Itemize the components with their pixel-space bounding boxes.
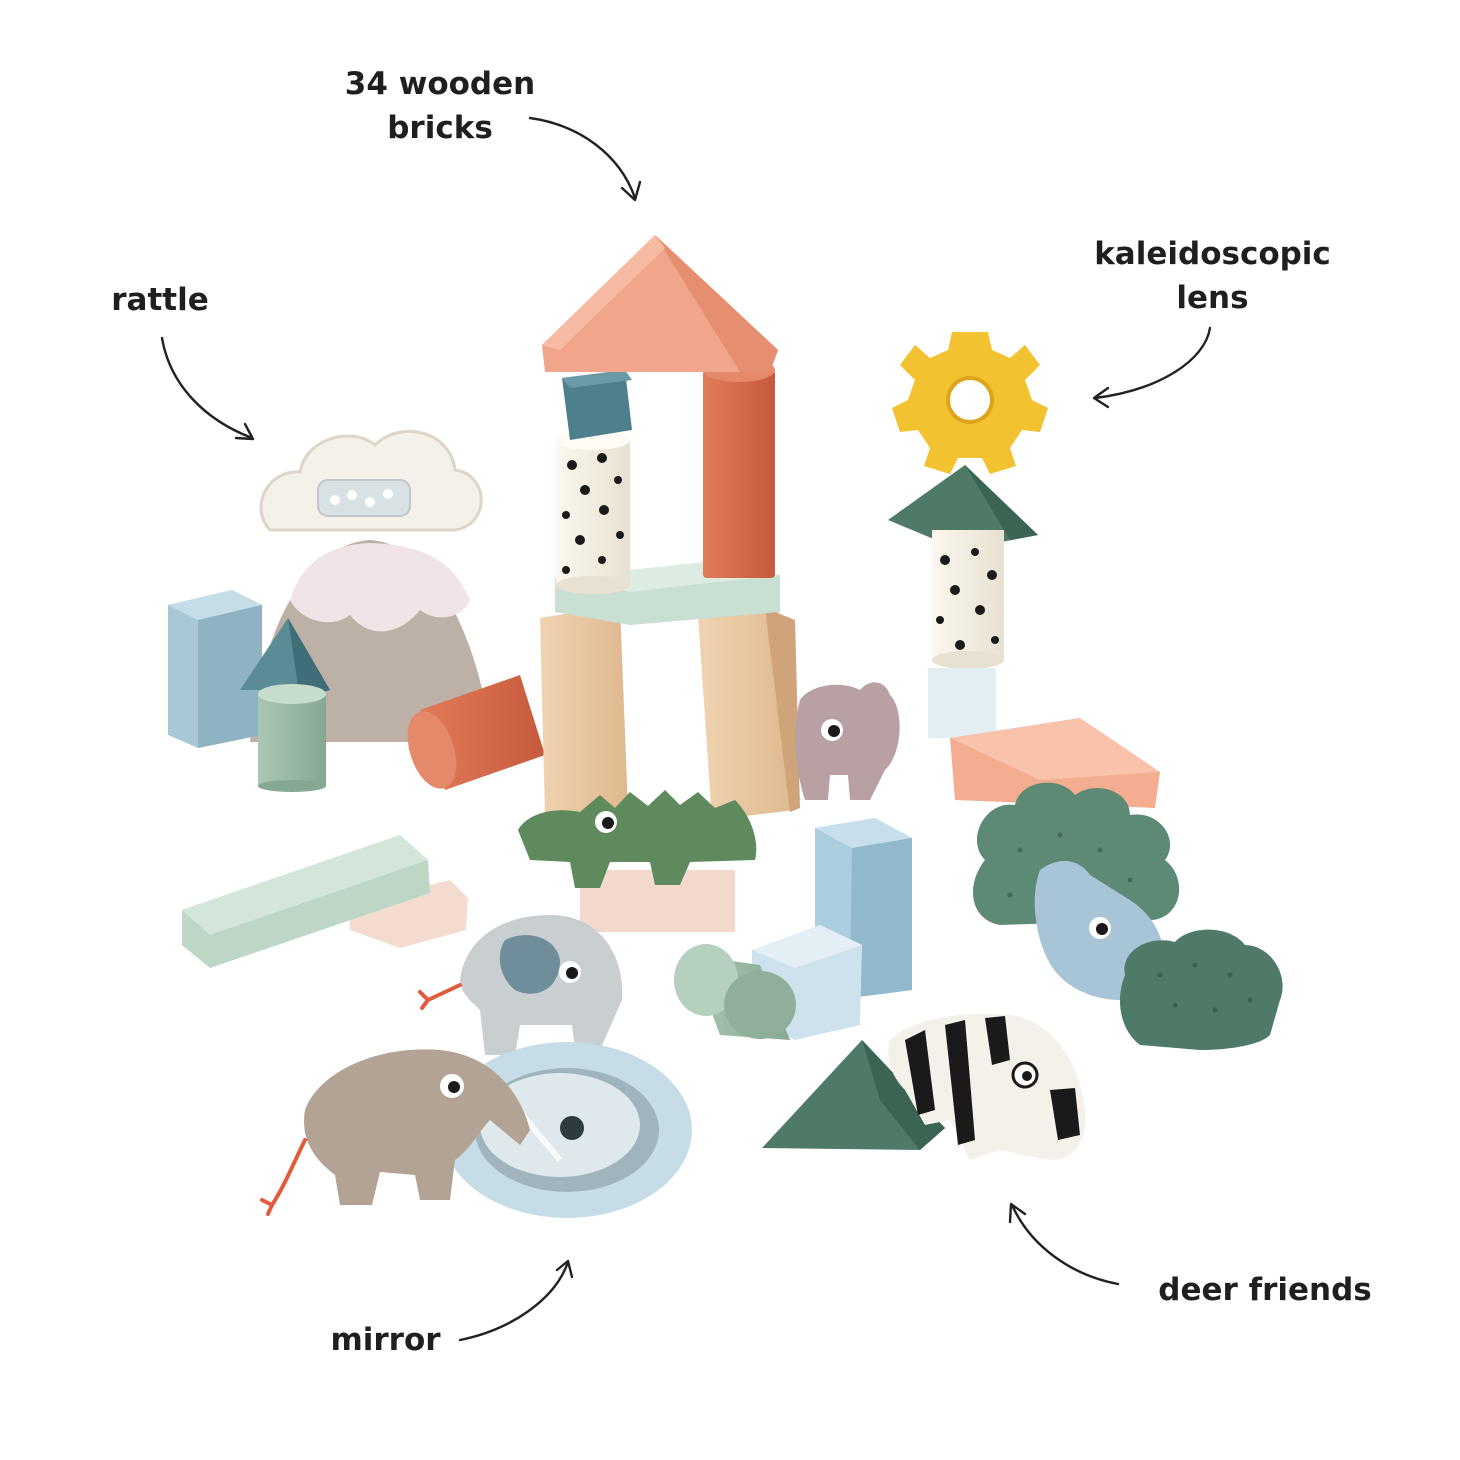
rattle-group: [168, 429, 545, 792]
brick-tower: [540, 235, 800, 820]
round-bush: [1120, 929, 1283, 1050]
label-wooden-bricks: 34 wooden bricks: [344, 66, 536, 146]
label-mirror: mirror: [330, 1322, 441, 1358]
arrow-mirror: [458, 1260, 570, 1342]
arrow-bricks: [528, 116, 637, 200]
arrow-rattle: [160, 336, 254, 440]
arrow-lens: [1093, 326, 1212, 400]
hippo-figure: [795, 682, 900, 800]
annotation-arrows: [160, 116, 1212, 1342]
label-kaleidoscopic-lens: kaleidoscopic lens: [1094, 236, 1331, 316]
crocodile-figure: [518, 790, 757, 932]
label-deer-friends: deer friends: [1158, 1272, 1372, 1308]
zebra-figure: [888, 1013, 1086, 1160]
label-rattle: rattle: [111, 282, 209, 318]
elephant-figure: [418, 915, 623, 1055]
anteater-figure: [260, 1049, 530, 1216]
arrow-deer: [1010, 1203, 1120, 1286]
mirror-ring: [442, 1042, 692, 1218]
lens-group: [888, 332, 1048, 738]
